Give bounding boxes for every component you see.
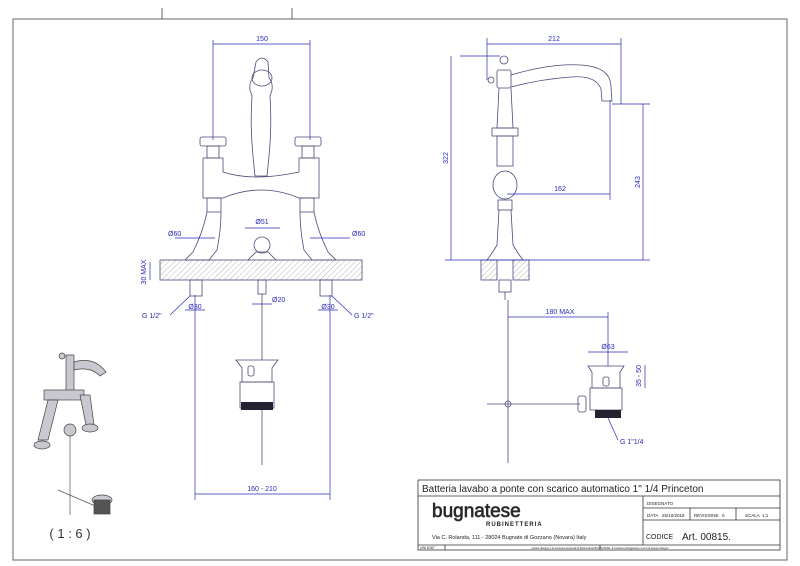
iso-scale-label: ( 1 : 6 ) [49, 526, 90, 541]
dim-waste-thread: G 1"1/4 [620, 439, 644, 446]
dim-dia-left: Ø60 [168, 231, 181, 238]
data-label: DATA [647, 513, 658, 518]
company-address: Via C. Rolanda, 111 - 28024 Bugnate di G… [432, 535, 587, 541]
drawing-frame [12, 8, 788, 561]
dim-thickness: 30 MAX [141, 259, 148, 284]
standard-label: UNI 8187 [420, 546, 435, 550]
dim-pipe-right: Ø30 [321, 304, 334, 311]
side-dimension-lines [445, 38, 650, 441]
codice-value: Art. 00815. [682, 532, 731, 543]
dim-dia-center: Ø51 [255, 219, 268, 226]
dim-width-bottom: 160 - 210 [247, 486, 277, 493]
dim-rod-max: 180 MAX [546, 309, 575, 316]
dim-thread-right: G 1/2" [354, 313, 374, 320]
disegnato-label: DISEGNATO [647, 501, 674, 506]
front-dimension-lines [149, 40, 353, 500]
dim-reach: 212 [548, 36, 560, 43]
dim-waste-dia: Ø63 [601, 344, 614, 351]
front-view [159, 57, 363, 465]
data-value: 25/10/2018 [662, 513, 685, 518]
scala-value: 1:1 [762, 513, 769, 518]
ownership-notice: questo disegno è di esclusiva proprietà … [531, 545, 669, 550]
company-logo: bugnatese [432, 501, 521, 522]
drawing-title: Batteria lavabo a ponte con scarico auto… [422, 484, 704, 495]
dim-spout-height: 243 [635, 176, 642, 188]
revisione-value: 0 [722, 513, 725, 518]
dim-pipe-left: Ø30 [188, 304, 201, 311]
scala-label: SCALA [745, 513, 760, 518]
isometric-view [33, 352, 113, 515]
dim-thread-left: G 1/2" [142, 313, 162, 320]
dim-dia-right: Ø60 [352, 231, 365, 238]
dim-spout-reach: 162 [554, 186, 566, 193]
company-subtitle: RUBINETTERIA [486, 522, 543, 528]
side-view [480, 55, 625, 463]
side-dimension-labels: 212 322 243 162 180 MAX Ø63 35 - 50 G 1"… [443, 36, 644, 446]
dim-height: 322 [443, 152, 450, 164]
dim-width-top: 150 [256, 36, 268, 43]
dim-rod: Ø20 [272, 297, 285, 304]
revisione-label: REVISIONE [694, 513, 719, 518]
title-block [417, 479, 781, 551]
dim-waste-height: 35 - 50 [636, 365, 643, 387]
front-dimension-labels: 150 Ø60 Ø51 Ø60 30 MAX Ø30 Ø20 Ø30 G 1/2… [141, 36, 374, 493]
codice-label: CODICE [646, 534, 674, 541]
